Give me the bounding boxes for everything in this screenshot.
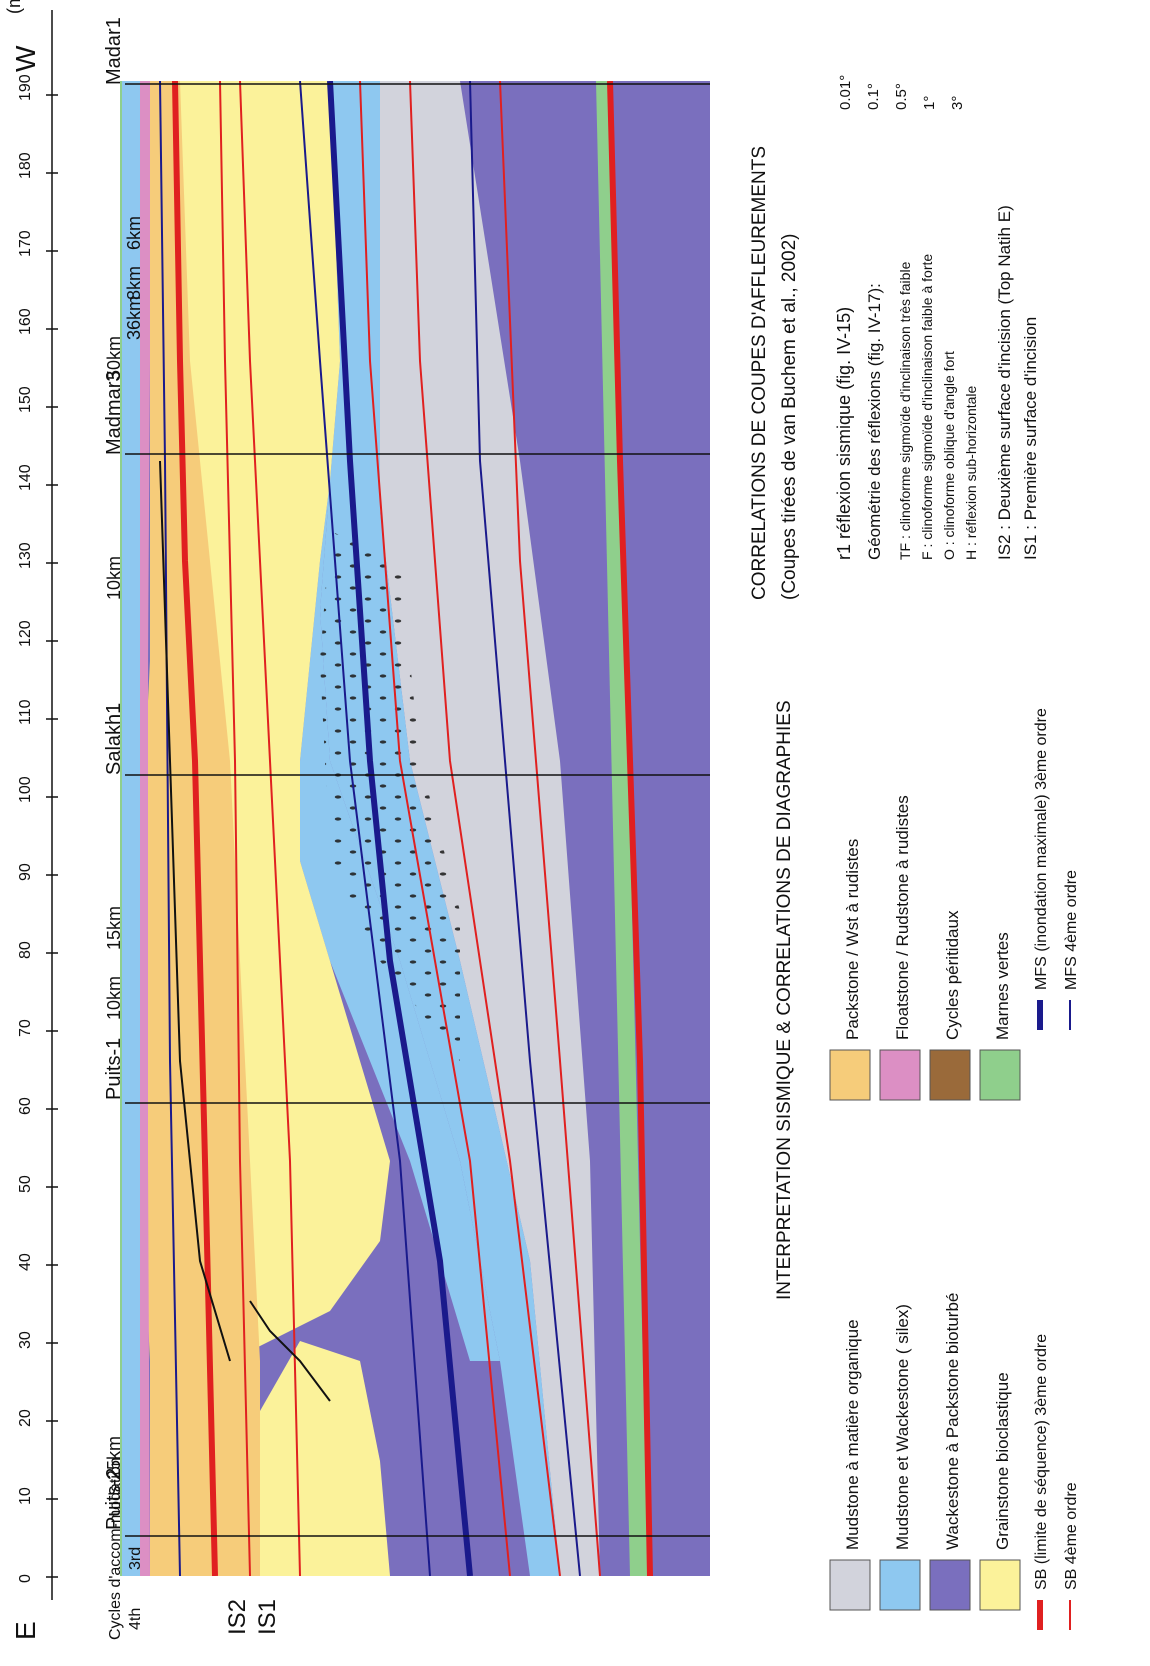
angle-label: 0.5°: [893, 83, 910, 110]
legend-label: Packstone / Wst à rudistes: [843, 839, 862, 1040]
legend-line-label: SB (limite de séquence) 3ème ordre: [1033, 1334, 1050, 1590]
cycles-header: Cycles d'accom-modation 4th 3rd: [107, 1457, 144, 1640]
east-label: E: [10, 1621, 41, 1640]
axis-tick-label: 90: [17, 863, 34, 881]
legend-label: Wackestone à Packstone bioturbé: [943, 1293, 962, 1550]
legend-swatch: [929, 1559, 971, 1611]
legend-swatch: [829, 1559, 871, 1611]
svg-text:6km: 6km: [124, 216, 144, 250]
legend-label: Marnes vertes: [993, 932, 1012, 1040]
well-madmar3: Madmar3: [103, 371, 125, 455]
svg-text:15km: 15km: [104, 906, 124, 950]
axis-tick-label: 180: [17, 152, 34, 179]
distance-labels: 25km 10km 15km 10km 50km 8km 36km 6km: [104, 216, 144, 1480]
legend-line-label: SB 4ème ordre: [1063, 1482, 1080, 1590]
axis-tick-label: 40: [17, 1253, 34, 1271]
svg-text:50km: 50km: [104, 336, 124, 380]
angle-label: 0.01°: [837, 75, 854, 110]
legend-label: Floatstone / Rudstone à rudistes: [893, 795, 912, 1040]
axis-tick-label: 50: [17, 1175, 34, 1193]
axis-tick-label: 170: [17, 230, 34, 257]
geometry-item: O : clinoforme oblique d'angle fort: [941, 351, 957, 560]
legend-swatch: [879, 1559, 921, 1611]
axis-tick-label: 70: [17, 1019, 34, 1037]
well-salakh1: Salakh1: [103, 703, 125, 775]
svg-text:INTERPRETATION SISMIQUE & CORR: INTERPRETATION SISMIQUE & CORRELATIONS D…: [774, 700, 795, 1300]
axis-unit: (m): [4, 0, 24, 14]
svg-text:36km: 36km: [124, 296, 144, 340]
legend-swatch: [879, 1049, 921, 1101]
svg-text:10km: 10km: [104, 976, 124, 1020]
axis-tick-label: 30: [17, 1331, 34, 1349]
is1-surface: [172, 81, 218, 1576]
svg-text:(Coupes tirées de van Buchem e: (Coupes tirées de van Buchem et al., 200…: [779, 234, 800, 600]
axis-tick-label: 190: [17, 74, 34, 101]
svg-text:25km: 25km: [104, 1436, 124, 1480]
facies-bodies: [120, 81, 710, 1576]
axis-tick-label: 10: [17, 1487, 34, 1505]
legend-line-label: MFS 4ème ordre: [1063, 870, 1080, 990]
angle-label: 3°: [949, 96, 966, 110]
svg-text:IS1: IS1: [254, 1599, 281, 1635]
depth-axis: (m) 190180170160150140130120110100908070…: [4, 0, 58, 1600]
silex-zone: [320, 531, 460, 1061]
well-labels: Puits-2 Puits-1 Salakh1 Madmar3 Madar1: [103, 17, 125, 1530]
incision-item: IS2 : Deuxième surface d'incision (Top N…: [995, 205, 1014, 560]
angle-label: 0.1°: [865, 83, 882, 110]
reflexion-label: r1 réflexion sismique (fig. IV-15): [834, 307, 854, 560]
axis-tick-label: 60: [17, 1097, 34, 1115]
axis-tick-label: 120: [17, 620, 34, 647]
svg-text:IS2: IS2: [224, 1599, 251, 1635]
legend: Mudstone à matière organique Mudstone et …: [829, 75, 1080, 1630]
side-titles: INTERPRETATION SISMIQUE & CORRELATIONS D…: [749, 146, 800, 1300]
incision-labels: IS2 IS1: [224, 1599, 281, 1635]
axis-tick-label: 0: [17, 1574, 34, 1583]
legend-swatch: [979, 1049, 1021, 1101]
axis-tick-label: 20: [17, 1409, 34, 1427]
legend-label: Mudstone et Wackestone ( silex): [893, 1304, 912, 1550]
legend-label: Cycles péritidaux: [943, 910, 962, 1040]
surfaces: [159, 81, 653, 1576]
svg-text:8km: 8km: [124, 266, 144, 300]
well-puits1: Puits-1: [103, 1038, 125, 1100]
legend-line-label: MFS (inondation maximale) 3ème ordre: [1033, 708, 1050, 990]
geometry-item: H : réflexion sub-horizontale: [963, 385, 979, 560]
west-label: W: [10, 45, 41, 72]
axis-tick-label: 80: [17, 941, 34, 959]
cross-section: [120, 81, 710, 1576]
svg-text:Cycles d'accom-modation: Cycles d'accom-modation: [107, 1457, 124, 1640]
axis-tick-label: 160: [17, 308, 34, 335]
geometry-item: F : clinoforme sigmoïde d'inclinaison fa…: [919, 254, 935, 560]
sb-3rd-order: [607, 81, 653, 1576]
svg-text:10km: 10km: [104, 556, 124, 600]
axis-tick-label: 150: [17, 386, 34, 413]
axis-tick-label: 130: [17, 542, 34, 569]
legend-label: Grainstone bioclastique: [993, 1372, 1012, 1550]
axis-tick-label: 140: [17, 464, 34, 491]
legend-swatch: [979, 1559, 1021, 1611]
legend-label: Mudstone à matière organique: [843, 1319, 862, 1550]
svg-text:4th: 4th: [127, 1608, 144, 1630]
geometry-item: TF : clinoforme sigmoïde d'inclinaison t…: [897, 261, 913, 560]
marnes-vertes-top: [120, 81, 122, 1576]
svg-text:CORRELATIONS DE COUPES D'AFFLE: CORRELATIONS DE COUPES D'AFFLEUREMENTS: [749, 146, 770, 600]
axis-tick-label: 100: [17, 776, 34, 803]
well-puits2: Puits-2: [103, 1468, 125, 1530]
legend-swatch: [929, 1049, 971, 1101]
well-madar1: Madar1: [103, 17, 125, 85]
axis-tick-label: 110: [17, 699, 34, 725]
incision-item: IS1 : Première surface d'incision: [1021, 317, 1040, 560]
geometry-title: Géométrie des réflexions (fig. IV-17):: [865, 283, 884, 560]
mfs-3rd-order: [327, 81, 473, 1576]
legend-swatch: [829, 1049, 871, 1101]
svg-text:3rd: 3rd: [127, 1547, 144, 1570]
angle-label: 1°: [921, 96, 938, 110]
well-lines: [125, 83, 710, 1537]
